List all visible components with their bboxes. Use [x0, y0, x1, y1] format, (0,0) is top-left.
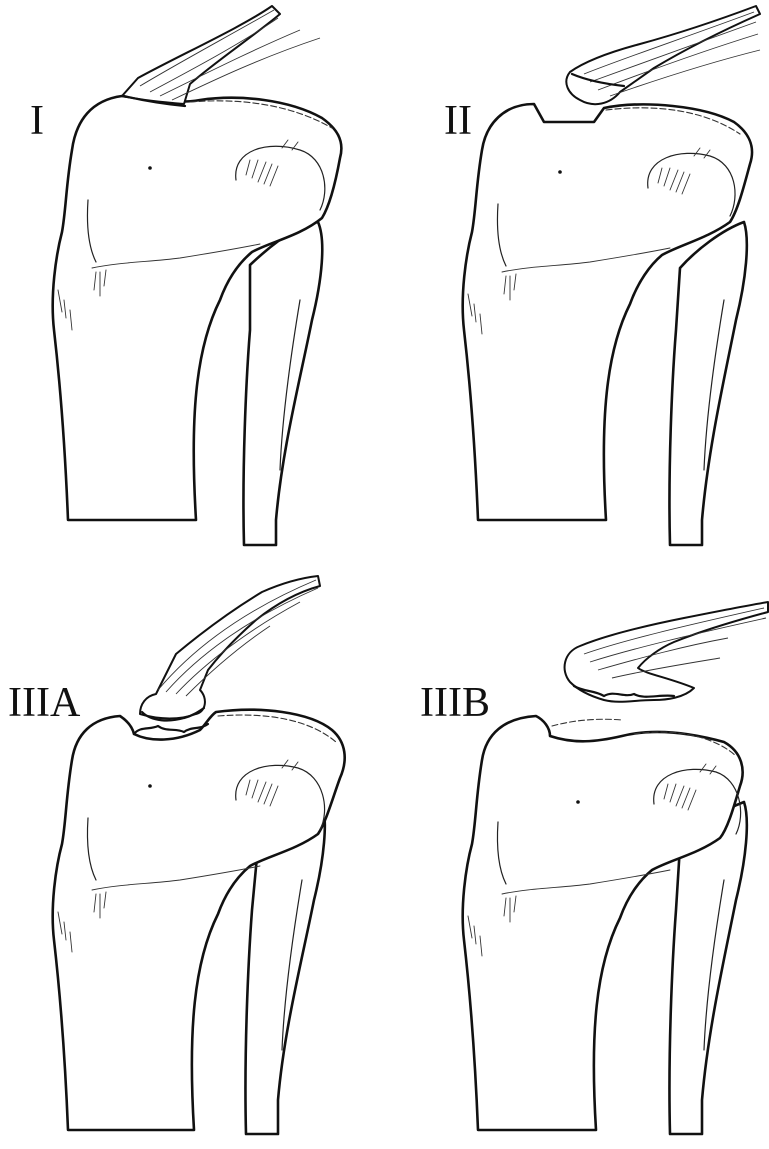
- panel-label-iiib: IIIB: [420, 682, 490, 724]
- tibia-illustration-type-iiib: [384, 574, 768, 1148]
- tibia-illustration-type-i: [0, 0, 384, 574]
- panel-type-iiia: IIIA: [0, 574, 384, 1148]
- panel-label-i: I: [30, 100, 44, 142]
- panel-label-iiia: IIIA: [8, 682, 80, 724]
- panel-label-ii: II: [444, 100, 472, 142]
- panel-type-iiib: IIIB: [384, 574, 768, 1148]
- tibia-illustration-type-ii: [384, 0, 768, 574]
- panel-type-ii: II: [384, 0, 768, 574]
- tibia-illustration-type-iiia: [0, 574, 384, 1148]
- panel-type-i: I: [0, 0, 384, 574]
